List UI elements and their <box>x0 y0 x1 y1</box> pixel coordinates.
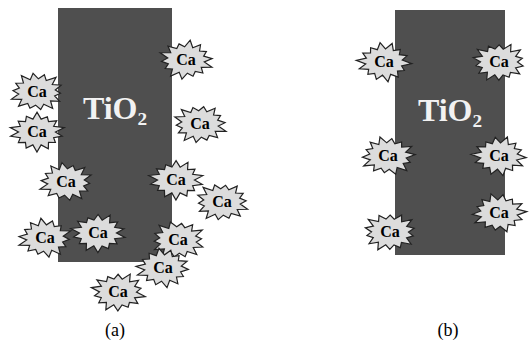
star-shape <box>471 137 526 176</box>
element-label: Ca <box>168 232 188 248</box>
element-label: Ca <box>374 54 394 70</box>
ca-star: Ca <box>37 161 95 203</box>
ca-star: Ca <box>171 103 229 145</box>
star-shape <box>472 194 526 232</box>
panel-label: (a) <box>105 321 125 339</box>
element-label: Ca <box>380 224 400 240</box>
element-label: Ca <box>88 225 108 241</box>
ca-star: Ca <box>359 135 417 177</box>
star-shape <box>160 40 212 79</box>
star-shape <box>11 73 61 109</box>
star-shape <box>91 274 145 311</box>
ca-star: Ca <box>8 111 66 153</box>
element-label: Ca <box>378 148 398 164</box>
element-label: Ca <box>489 148 509 164</box>
ca-star: Ca <box>470 192 528 234</box>
star-shape <box>473 44 523 80</box>
element-label: Ca <box>489 54 509 70</box>
star-shape <box>40 163 91 201</box>
ca-star: Ca <box>470 135 528 177</box>
element-label: Ca <box>176 52 196 68</box>
ca-star: Ca <box>470 41 528 83</box>
element-label: Ca <box>27 84 47 100</box>
element-label: Ca <box>35 230 55 246</box>
ca-star: Ca <box>16 217 74 259</box>
star-shape <box>136 248 188 287</box>
ca-star: Ca <box>193 181 251 223</box>
ca-star: Ca <box>361 211 419 253</box>
ca-star: Ca <box>134 247 192 289</box>
star-shape <box>71 214 125 252</box>
star-shape <box>10 112 64 152</box>
element-label: Ca <box>166 172 186 188</box>
ca-star: Ca <box>157 39 215 81</box>
star-shape <box>356 43 411 82</box>
ca-star: Ca <box>69 212 127 254</box>
element-label: Ca <box>212 194 232 210</box>
material-label: TiO₂ <box>418 94 482 126</box>
material-label: TiO₂ <box>83 92 147 124</box>
element-label: Ca <box>489 205 509 221</box>
panel-label: (b) <box>438 321 459 339</box>
ca-star: Ca <box>355 41 413 83</box>
ca-star: Ca <box>8 71 66 113</box>
star-shape <box>19 218 71 257</box>
star-shape <box>362 137 415 174</box>
star-shape <box>198 185 248 220</box>
star-shape <box>149 161 203 200</box>
element-label: Ca <box>27 124 47 140</box>
element-label: Ca <box>190 116 210 132</box>
star-shape <box>365 215 414 250</box>
element-label: Ca <box>153 260 173 276</box>
star-shape <box>175 107 226 143</box>
element-label: Ca <box>108 284 128 300</box>
ca-star: Ca <box>147 159 205 201</box>
element-label: Ca <box>56 174 76 190</box>
ca-star: Ca <box>89 271 147 313</box>
